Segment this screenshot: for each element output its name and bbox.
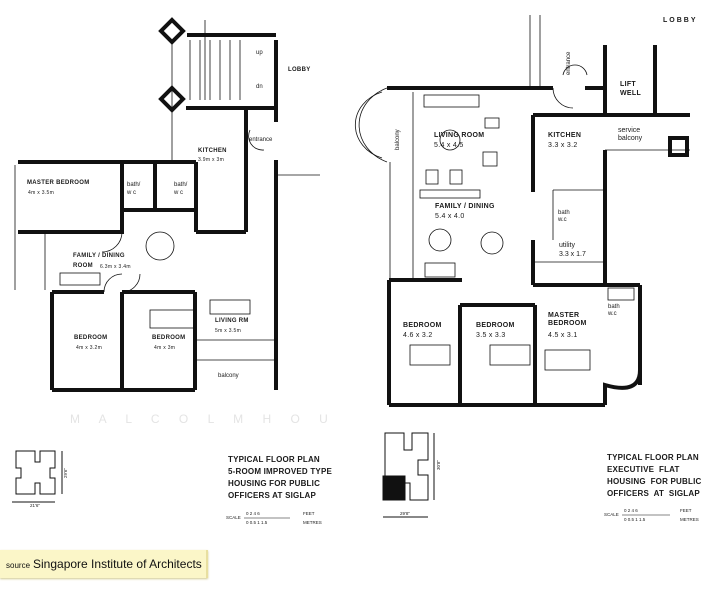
right-family-dining-dim: 5.4 x 4.0 bbox=[435, 213, 465, 220]
left-bedroom1-label: BEDROOM bbox=[74, 335, 108, 341]
left-plan-walls bbox=[18, 33, 278, 392]
left-bedroom2-dim: 4m x 3m bbox=[154, 345, 176, 351]
left-scale-feet-unit: FEET bbox=[303, 511, 315, 516]
left-family-dining-dim: 6.3m x 3.4m bbox=[100, 264, 131, 270]
stair-dn-label: dn bbox=[256, 84, 263, 90]
right-balcony-label: balcony bbox=[395, 129, 401, 150]
right-plan-walls bbox=[387, 45, 690, 407]
left-kitchen-dim: 3.9m x 3m bbox=[198, 157, 225, 163]
right-plan-detail bbox=[355, 15, 690, 371]
left-master-bedroom-dim: 4m x 3.5m bbox=[28, 190, 55, 196]
left-family-dining-room: ROOM bbox=[73, 263, 93, 269]
left-bedroom2-label: BEDROOM bbox=[152, 335, 186, 341]
right-kitchen-label: KITCHEN bbox=[548, 132, 582, 139]
right-living-room-label: LIVING ROOM bbox=[434, 132, 485, 139]
right-master-bedroom-label: MASTER BEDROOM bbox=[548, 312, 587, 327]
right-bath1-label: bath w.c bbox=[558, 210, 570, 223]
left-key-height: 29'6" bbox=[63, 468, 68, 478]
right-bedroom2-dim: 3.5 x 3.3 bbox=[476, 332, 506, 339]
lift-well-label: LIFT WELL bbox=[620, 81, 642, 97]
right-scale-metres: 0 0.5 1 1.5 bbox=[624, 517, 646, 522]
right-key-height: 30'8" bbox=[436, 460, 441, 470]
right-bath2-label: bath w.c bbox=[608, 304, 620, 317]
left-plan-title: TYPICAL FLOOR PLAN 5-ROOM IMPROVED TYPE … bbox=[228, 455, 333, 500]
right-lobby-label: LOBBY bbox=[663, 17, 698, 24]
right-bedroom1-label: BEDROOM bbox=[403, 322, 442, 329]
left-bedroom1-dim: 4m x 3.2m bbox=[76, 345, 103, 351]
left-key-width: 21'6" bbox=[30, 503, 40, 508]
left-lobby-label: LOBBY bbox=[288, 67, 311, 73]
right-scale-feet-unit: FEET bbox=[680, 508, 692, 513]
left-bath2-label: bath/ w c bbox=[174, 182, 188, 196]
right-living-room-dim: 5.4 x 4.5 bbox=[434, 142, 464, 149]
left-living-rm-label: LIVING RM bbox=[215, 318, 249, 324]
utility-label: utility bbox=[559, 242, 575, 249]
right-bedroom2-label: BEDROOM bbox=[476, 322, 515, 329]
service-balcony-label: service balcony bbox=[618, 127, 643, 142]
watermark: M A L C O L M H O U bbox=[70, 412, 336, 426]
left-living-rm-dim: 5m x 3.5m bbox=[215, 328, 242, 334]
left-scale-label: SCALE bbox=[226, 515, 241, 520]
right-key-plan bbox=[382, 432, 435, 518]
left-scale-metres-unit: METRES bbox=[303, 520, 322, 525]
left-balcony-label: balcony bbox=[218, 373, 239, 379]
right-master-bedroom-dim: 4.5 x 3.1 bbox=[548, 332, 578, 339]
right-scale-feet: 0 2 4 6 bbox=[624, 508, 638, 513]
left-key-plan bbox=[12, 450, 63, 503]
left-scale-metres: 0 0.5 1 1.5 bbox=[246, 520, 268, 525]
left-family-dining-label: FAMILY / DINING bbox=[73, 253, 125, 259]
right-bedroom1-dim: 4.6 x 3.2 bbox=[403, 332, 433, 339]
left-master-bedroom-label: MASTER BEDROOM bbox=[27, 180, 90, 186]
right-plan-title: TYPICAL FLOOR PLAN EXECUTIVE FLAT HOUSIN… bbox=[607, 453, 702, 498]
right-scale-label: SCALE bbox=[604, 512, 619, 517]
left-bath1-label: bath/ w c bbox=[127, 182, 141, 196]
stair-up-label: up bbox=[256, 50, 263, 56]
left-scale-feet: 0 2 4 6 bbox=[246, 511, 260, 516]
right-scale-metres-unit: METRES bbox=[680, 517, 699, 522]
right-key-width: 29'8" bbox=[400, 511, 410, 516]
source-prefix: source bbox=[6, 561, 31, 570]
right-family-dining-label: FAMILY / DINING bbox=[435, 203, 495, 210]
source-text: Singapore Institute of Architects bbox=[33, 557, 202, 571]
right-entrance-label: entrance bbox=[566, 51, 572, 75]
scale-bars bbox=[244, 514, 670, 519]
left-kitchen-label: KITCHEN bbox=[198, 148, 227, 154]
left-entrance-label: entrance bbox=[249, 137, 273, 143]
left-plan-detail bbox=[14, 17, 320, 361]
utility-dim: 3.3 x 1.7 bbox=[559, 251, 586, 258]
right-kitchen-dim: 3.3 x 3.2 bbox=[548, 142, 578, 149]
